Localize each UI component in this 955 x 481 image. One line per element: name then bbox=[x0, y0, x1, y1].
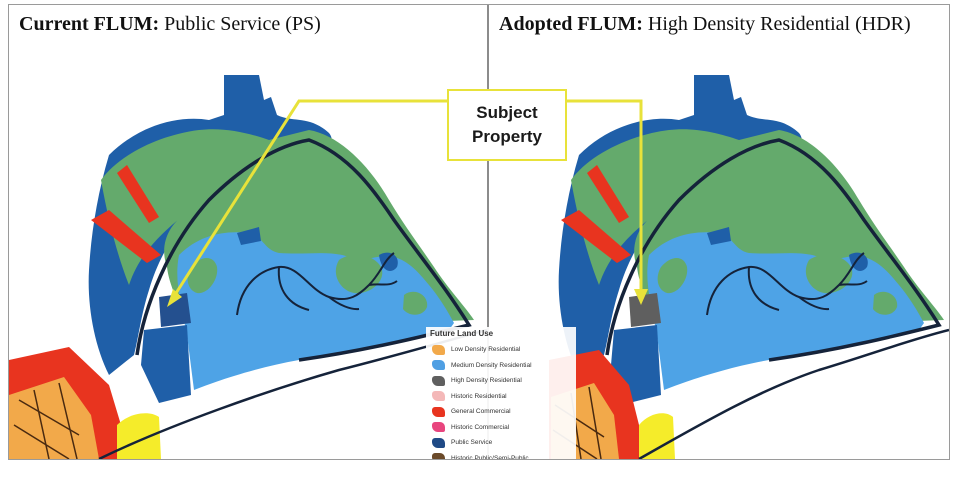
legend-swatch bbox=[432, 422, 445, 433]
legend-swatch bbox=[432, 360, 445, 371]
legend-label: Historic Residential bbox=[451, 392, 507, 400]
callout-line-1: Subject bbox=[476, 103, 538, 122]
legend-item: Public Service bbox=[426, 435, 576, 451]
subject-property-callout: Subject Property bbox=[447, 89, 567, 161]
subject-property-parcel bbox=[159, 293, 191, 327]
legend-swatch bbox=[432, 453, 445, 459]
medium-density-area bbox=[647, 232, 924, 390]
legend-label: General Commercial bbox=[451, 408, 511, 416]
internal-roads bbox=[706, 252, 868, 316]
legend-label: Public Service bbox=[451, 439, 493, 447]
legend-swatch bbox=[432, 406, 445, 417]
current-flum-title: Current FLUM: Public Service (PS) bbox=[19, 11, 321, 37]
legend-swatch bbox=[432, 344, 445, 355]
current-flum-title-label: Current FLUM: bbox=[19, 13, 160, 35]
panel-divider bbox=[487, 5, 489, 459]
boundary-road bbox=[605, 138, 942, 362]
general-commercial-sliver-south bbox=[91, 210, 161, 263]
legend-label: Historic Commercial bbox=[451, 423, 510, 431]
legend-item: Historic Public/Semi-Public bbox=[426, 451, 576, 460]
subject-property-parcel bbox=[629, 293, 661, 327]
callout-line-2: Property bbox=[472, 127, 542, 146]
residential-street-grid bbox=[13, 382, 80, 459]
current-flum-title-value: Public Service (PS) bbox=[159, 13, 321, 35]
legend-label: Medium Density Residential bbox=[451, 361, 532, 369]
legend-item: Historic Residential bbox=[426, 389, 576, 405]
public-service-spot-north bbox=[707, 227, 731, 245]
legend-item: General Commercial bbox=[426, 404, 576, 420]
adopted-flum-title: Adopted FLUM: High Density Residential (… bbox=[499, 11, 947, 37]
military-area bbox=[639, 413, 675, 459]
southern-shoreline bbox=[638, 328, 949, 459]
conservation-patch-west bbox=[657, 258, 688, 294]
legend-swatch bbox=[432, 375, 445, 386]
legend-label: Historic Public/Semi-Public bbox=[451, 454, 529, 460]
current-flum-panel: Current FLUM: Public Service (PS) bbox=[9, 5, 487, 459]
legend-title: Future Land Use bbox=[430, 329, 494, 338]
legend-item: Medium Density Residential bbox=[426, 358, 576, 374]
general-commercial-sliver-north bbox=[117, 165, 159, 223]
adopted-flum-title-label: Adopted FLUM: bbox=[499, 13, 643, 35]
legend-item: Historic Commercial bbox=[426, 420, 576, 436]
current-flum-map bbox=[9, 75, 487, 459]
legend-label: High Density Residential bbox=[451, 377, 522, 385]
map-comparison-frame: Current FLUM: Public Service (PS) bbox=[8, 4, 950, 460]
public-service-area-southwest bbox=[141, 325, 191, 403]
low-density-residential-block bbox=[9, 377, 99, 459]
legend-label: Low Density Residential bbox=[451, 346, 521, 354]
military-area bbox=[117, 413, 161, 459]
legend-item: Low Density Residential bbox=[426, 342, 576, 358]
legend-item: High Density Residential bbox=[426, 373, 576, 389]
legend-swatch bbox=[432, 437, 445, 448]
legend-swatch bbox=[432, 391, 445, 402]
adopted-flum-title-value: High Density Residential (HDR) bbox=[642, 13, 911, 35]
conservation-patch-south bbox=[873, 291, 898, 315]
